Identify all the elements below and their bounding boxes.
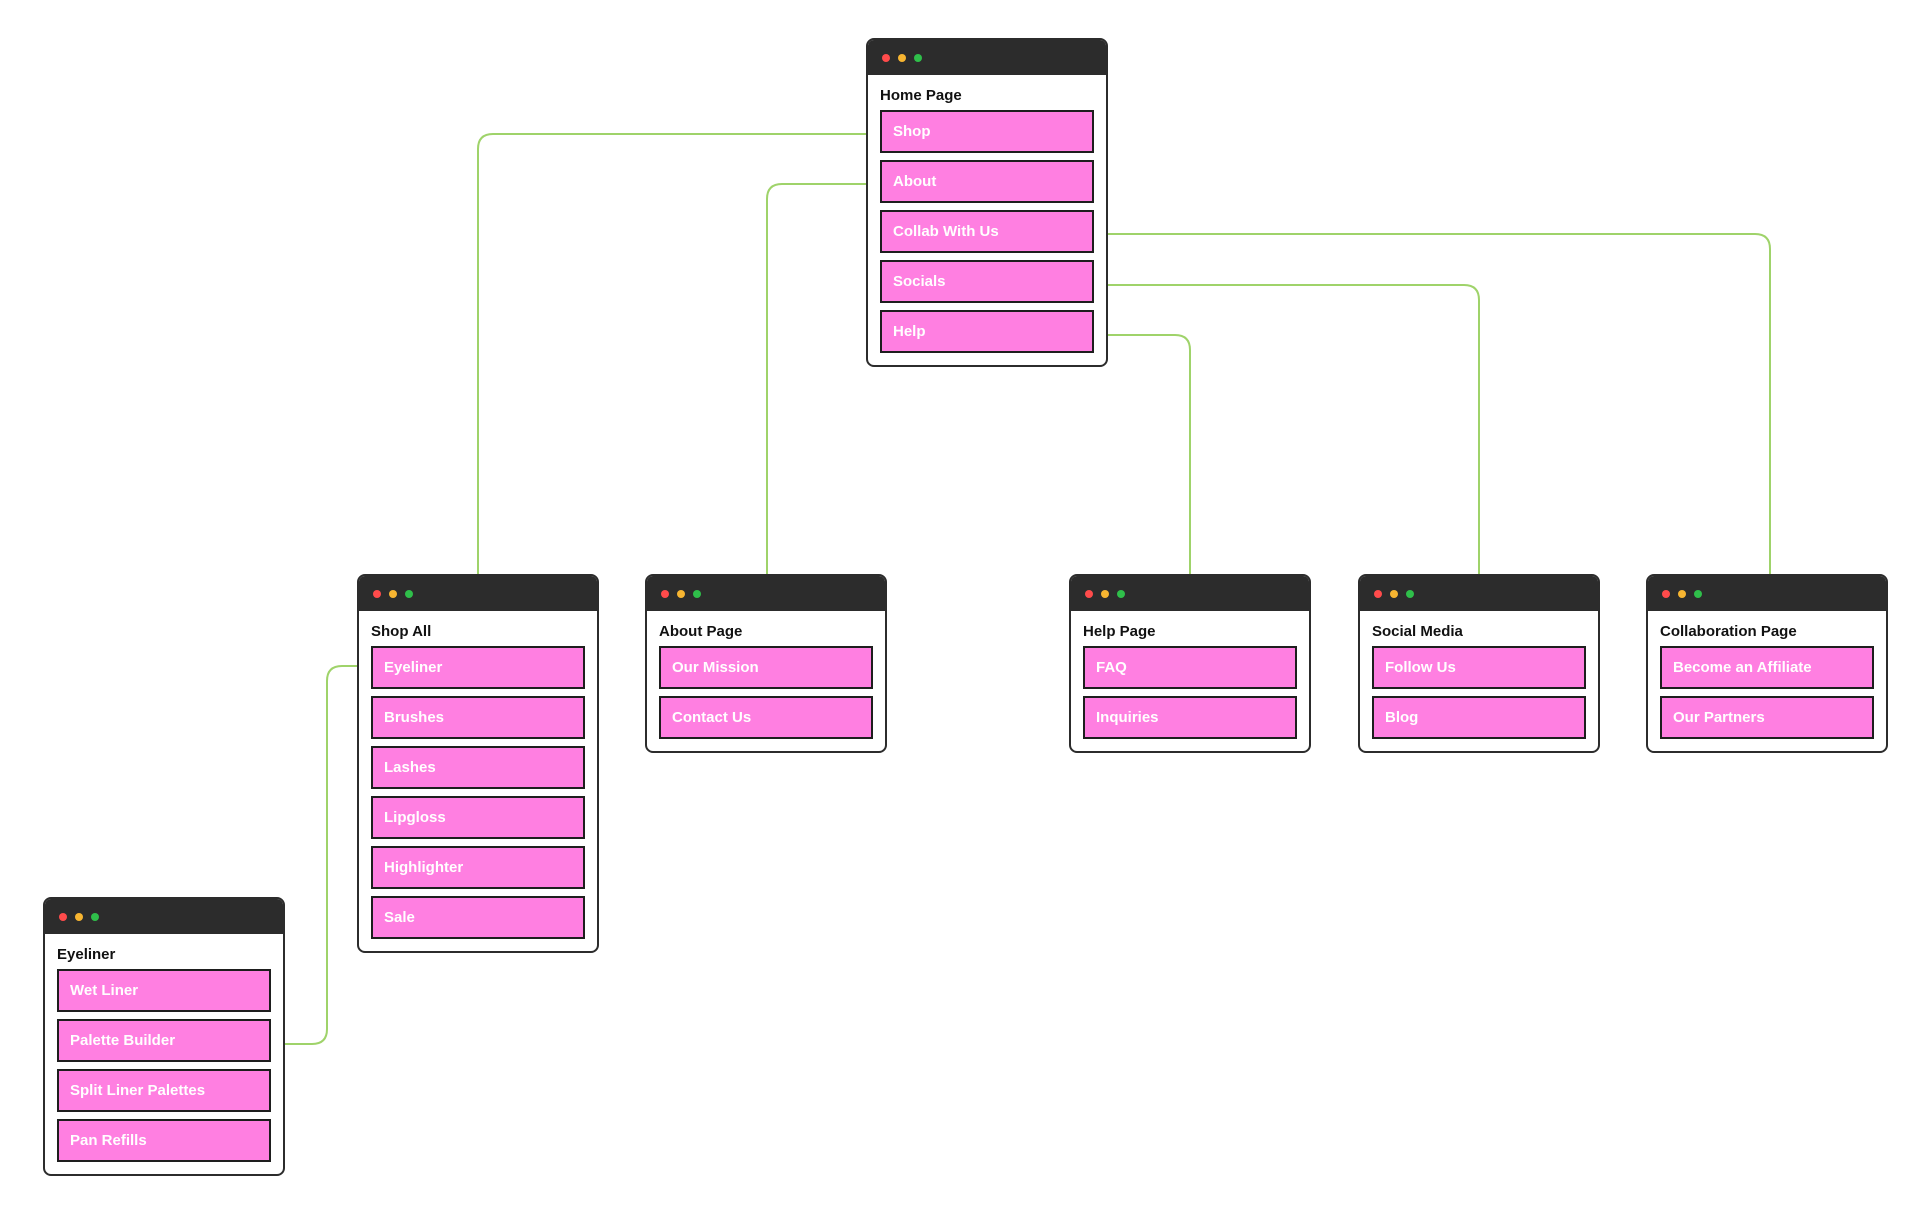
maximize-dot-icon xyxy=(405,590,413,598)
connector-collab xyxy=(1094,233,1771,574)
lipgloss-nav-button[interactable]: Lipgloss xyxy=(371,796,585,839)
blog-button[interactable]: Blog xyxy=(1372,696,1586,739)
connector-eyeliner xyxy=(285,665,371,1045)
our-mission-button[interactable]: Our Mission xyxy=(659,646,873,689)
connector-socials xyxy=(1094,284,1480,574)
maximize-dot-icon xyxy=(1117,590,1125,598)
minimize-dot-icon xyxy=(389,590,397,598)
window-title-bar xyxy=(359,576,597,611)
window-title-bar xyxy=(868,40,1106,75)
minimize-dot-icon xyxy=(898,54,906,62)
home-page-window: Home Page Shop About Collab With Us Soci… xyxy=(866,38,1108,367)
close-dot-icon xyxy=(882,54,890,62)
eyeliner-window: Eyeliner Wet Liner Palette Builder Split… xyxy=(43,897,285,1176)
collaboration-page-window: Collaboration Page Become an Affiliate O… xyxy=(1646,574,1888,753)
palette-builder-button[interactable]: Palette Builder xyxy=(57,1019,271,1062)
collaboration-page-title: Collaboration Page xyxy=(1660,623,1797,640)
social-media-window: Social Media Follow Us Blog xyxy=(1358,574,1600,753)
close-dot-icon xyxy=(373,590,381,598)
close-dot-icon xyxy=(661,590,669,598)
close-dot-icon xyxy=(1085,590,1093,598)
connector-about xyxy=(766,183,880,574)
contact-us-button[interactable]: Contact Us xyxy=(659,696,873,739)
sale-nav-button[interactable]: Sale xyxy=(371,896,585,939)
brushes-nav-button[interactable]: Brushes xyxy=(371,696,585,739)
window-title-bar xyxy=(647,576,885,611)
minimize-dot-icon xyxy=(1678,590,1686,598)
collab-nav-button[interactable]: Collab With Us xyxy=(880,210,1094,253)
shop-all-window: Shop All Eyeliner Brushes Lashes Lipglos… xyxy=(357,574,599,953)
maximize-dot-icon xyxy=(91,913,99,921)
home-page-title: Home Page xyxy=(880,87,962,104)
social-media-title: Social Media xyxy=(1372,623,1463,640)
our-partners-button[interactable]: Our Partners xyxy=(1660,696,1874,739)
follow-us-button[interactable]: Follow Us xyxy=(1372,646,1586,689)
inquiries-button[interactable]: Inquiries xyxy=(1083,696,1297,739)
help-page-window: Help Page FAQ Inquiries xyxy=(1069,574,1311,753)
lashes-nav-button[interactable]: Lashes xyxy=(371,746,585,789)
minimize-dot-icon xyxy=(1101,590,1109,598)
connector-help xyxy=(1094,334,1191,574)
window-title-bar xyxy=(1360,576,1598,611)
close-dot-icon xyxy=(1374,590,1382,598)
maximize-dot-icon xyxy=(693,590,701,598)
help-page-title: Help Page xyxy=(1083,623,1156,640)
minimize-dot-icon xyxy=(75,913,83,921)
socials-nav-button[interactable]: Socials xyxy=(880,260,1094,303)
about-nav-button[interactable]: About xyxy=(880,160,1094,203)
maximize-dot-icon xyxy=(1694,590,1702,598)
pan-refills-button[interactable]: Pan Refills xyxy=(57,1119,271,1162)
become-affiliate-button[interactable]: Become an Affiliate xyxy=(1660,646,1874,689)
split-liner-palettes-button[interactable]: Split Liner Palettes xyxy=(57,1069,271,1112)
maximize-dot-icon xyxy=(1406,590,1414,598)
about-page-window: About Page Our Mission Contact Us xyxy=(645,574,887,753)
minimize-dot-icon xyxy=(677,590,685,598)
eyeliner-title: Eyeliner xyxy=(57,946,116,963)
shop-all-title: Shop All xyxy=(371,623,432,640)
wet-liner-button[interactable]: Wet Liner xyxy=(57,969,271,1012)
faq-button[interactable]: FAQ xyxy=(1083,646,1297,689)
window-title-bar xyxy=(45,899,283,934)
about-page-title: About Page xyxy=(659,623,743,640)
close-dot-icon xyxy=(1662,590,1670,598)
close-dot-icon xyxy=(59,913,67,921)
help-nav-button[interactable]: Help xyxy=(880,310,1094,353)
highlighter-nav-button[interactable]: Highlighter xyxy=(371,846,585,889)
eyeliner-nav-button[interactable]: Eyeliner xyxy=(371,646,585,689)
window-title-bar xyxy=(1071,576,1309,611)
connector-shop xyxy=(477,133,880,574)
maximize-dot-icon xyxy=(914,54,922,62)
minimize-dot-icon xyxy=(1390,590,1398,598)
shop-nav-button[interactable]: Shop xyxy=(880,110,1094,153)
window-title-bar xyxy=(1648,576,1886,611)
